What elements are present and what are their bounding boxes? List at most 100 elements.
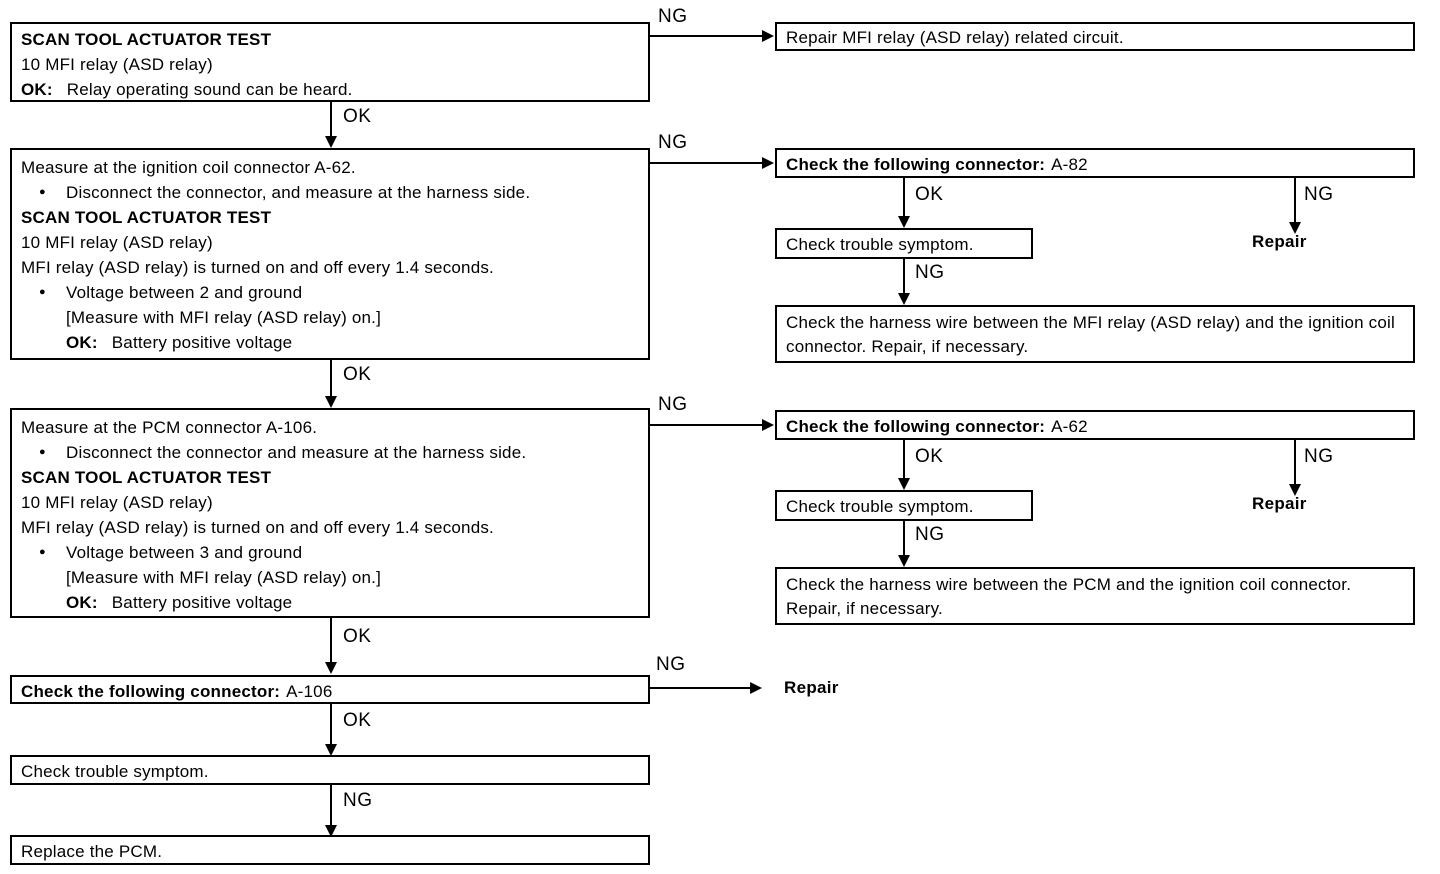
check-trouble-symptom-a82-box: Check trouble symptom. [775, 228, 1033, 259]
ng-edge-3-arrow [762, 419, 774, 431]
check-trouble-symptom-final-box: Check trouble symptom. [10, 755, 650, 785]
connector-a62-id: A-62 [1051, 417, 1088, 436]
step-2-bullet-1: Disconnect the connector, and measure at… [66, 183, 531, 202]
bullet-icon: ● [39, 186, 46, 198]
check-trouble-symptom-a62-box: Check trouble symptom. [775, 490, 1033, 521]
step-3-toggle: MFI relay (ASD relay) is turned on and o… [21, 518, 494, 537]
step-1-relay: 10 MFI relay (ASD relay) [21, 55, 213, 74]
step-3-bullet-1: Disconnect the connector and measure at … [66, 443, 527, 462]
step-2-ok-label: OK: [66, 333, 98, 352]
step-2-measure: Measure at the ignition coil connector A… [21, 158, 356, 177]
connector-a62-box: Check the following connector: A-62 [775, 410, 1415, 440]
connector-a106-label: Check the following connector: [21, 682, 281, 701]
check-trouble-symptom-final-text: Check trouble symptom. [21, 762, 209, 781]
step-3-measure-note: [Measure with MFI relay (ASD relay) on.] [66, 568, 382, 587]
connector-a106-box: Check the following connector: A-106 [10, 675, 650, 704]
harness-pcm-ignition-text: Check the harness wire between the PCM a… [786, 575, 1352, 618]
a62-symptom-ng-arrow [898, 555, 910, 567]
ok-label-3: OK [343, 626, 372, 647]
step-2-bullet-2: Voltage between 2 and ground [66, 283, 303, 302]
connector-a106-id: A-106 [286, 682, 333, 701]
a62-symptom-ng-line [903, 521, 905, 559]
connector-a82-label: Check the following connector: [786, 155, 1046, 174]
bullet-icon: ● [39, 546, 46, 558]
repair-mfi-circuit-text: Repair MFI relay (ASD relay) related cir… [786, 28, 1124, 47]
step-2-relay: 10 MFI relay (ASD relay) [21, 233, 213, 252]
ng-edge-2-arrow [762, 157, 774, 169]
harness-pcm-ignition-box: Check the harness wire between the PCM a… [775, 567, 1415, 625]
step-1-ok-label: OK: [21, 80, 53, 99]
a82-ok-label: OK [915, 184, 944, 205]
connector-a62-label: Check the following connector: [786, 417, 1046, 436]
ng-edge-1-arrow [762, 30, 774, 42]
ok-label-1: OK [343, 106, 372, 127]
bullet-icon: ● [39, 286, 46, 298]
ok-edge-1-line [330, 102, 332, 140]
ok-label-4: OK [343, 710, 372, 731]
a82-ng-arrow [1289, 222, 1301, 234]
ok-label-2: OK [343, 364, 372, 385]
a82-ok-line [903, 178, 905, 220]
ok-edge-2-line [330, 360, 332, 400]
a82-symptom-ng-arrow [898, 293, 910, 305]
step-1-box: SCAN TOOL ACTUATOR TEST 10 MFI relay (AS… [10, 22, 650, 102]
step-2-measure-note: [Measure with MFI relay (ASD relay) on.] [66, 308, 382, 327]
ng-edge-5-line [330, 785, 332, 831]
ok-edge-4-arrow [325, 744, 337, 756]
replace-pcm-text: Replace the PCM. [21, 842, 163, 861]
ng-edge-5-arrow [325, 825, 337, 837]
step-2-ok-value: Battery positive voltage [111, 333, 293, 352]
step-3-measure: Measure at the PCM connector A-106. [21, 418, 318, 437]
step-2-toggle: MFI relay (ASD relay) is turned on and o… [21, 258, 494, 277]
step-1-ok-value: Relay operating sound can be heard. [66, 80, 353, 99]
harness-mfi-ignition-box: Check the harness wire between the MFI r… [775, 305, 1415, 363]
ng-label-5: NG [343, 790, 373, 811]
a82-ng-label: NG [1304, 184, 1334, 205]
ng-edge-4-line [650, 687, 752, 689]
step-1-title: SCAN TOOL ACTUATOR TEST [21, 30, 272, 49]
ng-label-3: NG [658, 394, 688, 415]
bullet-icon: ● [39, 446, 46, 458]
step-3-bullet-2: Voltage between 3 and ground [66, 543, 303, 562]
ng-edge-1-line [650, 35, 764, 37]
repair-a82-label: Repair [1252, 232, 1307, 251]
a82-ng-line [1294, 178, 1296, 226]
ok-edge-2-arrow [325, 396, 337, 408]
a62-ng-arrow [1289, 484, 1301, 496]
step-3-relay: 10 MFI relay (ASD relay) [21, 493, 213, 512]
step-2-box: Measure at the ignition coil connector A… [10, 148, 650, 360]
ng-label-2: NG [658, 132, 688, 153]
harness-mfi-ignition-text: Check the harness wire between the MFI r… [786, 313, 1395, 356]
repair-mfi-circuit-box: Repair MFI relay (ASD relay) related cir… [775, 22, 1415, 51]
connector-a82-box: Check the following connector: A-82 [775, 148, 1415, 178]
ok-edge-3-arrow [325, 662, 337, 674]
ok-edge-1-arrow [325, 136, 337, 148]
check-trouble-symptom-a62-text: Check trouble symptom. [786, 497, 974, 516]
step-2-title: SCAN TOOL ACTUATOR TEST [21, 208, 272, 227]
a82-ok-arrow [898, 216, 910, 228]
ok-edge-3-line [330, 618, 332, 668]
replace-pcm-box: Replace the PCM. [10, 835, 650, 865]
check-trouble-symptom-a82-text: Check trouble symptom. [786, 235, 974, 254]
a82-symptom-ng-label: NG [915, 262, 945, 283]
ng-label-4: NG [656, 654, 686, 675]
step-3-title: SCAN TOOL ACTUATOR TEST [21, 468, 272, 487]
ng-label-1: NG [658, 6, 688, 27]
step-3-ok-label: OK: [66, 593, 98, 612]
ng-edge-3-line [650, 424, 764, 426]
a82-symptom-ng-line [903, 259, 905, 297]
a62-ok-label: OK [915, 446, 944, 467]
ok-edge-4-line [330, 704, 332, 750]
a62-ng-label: NG [1304, 446, 1334, 467]
step-3-box: Measure at the PCM connector A-106. ● Dis… [10, 408, 650, 618]
connector-a82-id: A-82 [1051, 155, 1088, 174]
ng-edge-2-line [650, 162, 764, 164]
ng-edge-4-arrow [750, 682, 762, 694]
a62-ok-arrow [898, 478, 910, 490]
step-3-ok-value: Battery positive voltage [111, 593, 293, 612]
repair-a106-label: Repair [784, 678, 839, 697]
a62-ok-line [903, 440, 905, 482]
a62-symptom-ng-label: NG [915, 524, 945, 545]
a62-ng-line [1294, 440, 1296, 488]
